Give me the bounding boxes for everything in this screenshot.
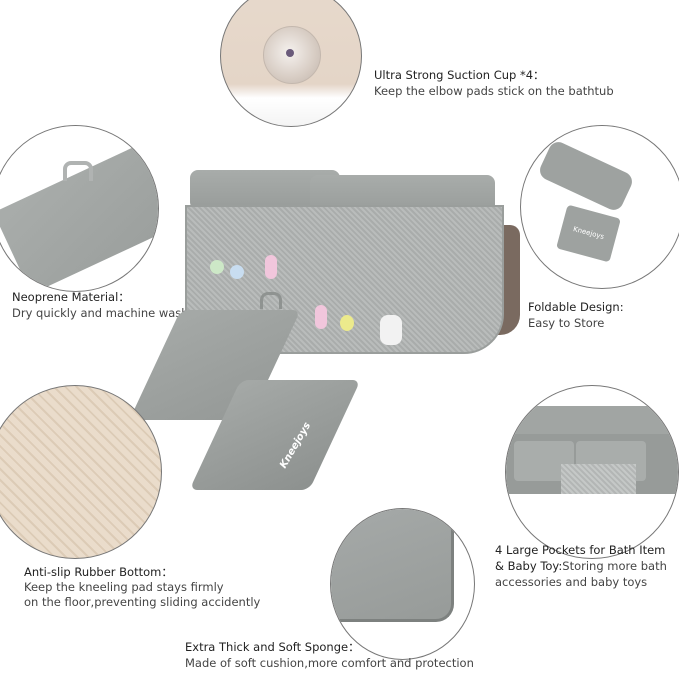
folded-pad: Kneejoys (556, 204, 621, 263)
neoprene-caption: Neoprene Material： Dry quickly and machi… (12, 289, 213, 321)
sponge-caption: Extra Thick and Soft Sponge： Made of sof… (185, 639, 474, 671)
neoprene-desc: Dry quickly and machine washable (12, 306, 214, 320)
rubber-bottom-photo (0, 385, 162, 559)
neoprene-title: Neoprene Material： (12, 290, 130, 304)
pockets-caption: 4 Large Pockets for Bath Item & Baby Toy… (495, 542, 667, 590)
suction-desc: Keep the elbow pads stick on the bathtub (374, 84, 614, 98)
pockets-title-2: & Baby Toy: (495, 559, 563, 573)
antislip-title: Anti-slip Rubber Bottom： (24, 565, 173, 579)
pockets-title-1: 4 Large Pockets for Bath Item (495, 543, 666, 557)
kneeling-pad-product: Kneejoys (129, 292, 361, 500)
pockets-desc-2: accessories and baby toys (495, 575, 648, 589)
sponge-desc: Made of soft cushion,more comfort and pr… (185, 656, 474, 670)
suction-caption: Ultra Strong Suction Cup *4： Keep the el… (374, 67, 614, 99)
strap-loop-icon (63, 161, 93, 181)
neoprene-photo (0, 125, 159, 292)
foldable-caption: Foldable Design: Easy to Store (528, 299, 624, 331)
antislip-desc-2: on the floor,preventing sliding accident… (24, 595, 261, 609)
sponge-title: Extra Thick and Soft Sponge： (185, 640, 360, 654)
antislip-caption: Anti-slip Rubber Bottom： Keep the kneeli… (24, 565, 260, 610)
foldable-desc: Easy to Store (528, 316, 605, 330)
foldable-photo: Kneejoys (520, 125, 679, 289)
antislip-desc-1: Keep the kneeling pad stays firmly (24, 580, 224, 594)
pockets-photo (505, 385, 679, 559)
foldable-title: Foldable Design: (528, 300, 624, 314)
suction-cup-photo (220, 0, 362, 127)
suction-title: Ultra Strong Suction Cup *4： (374, 68, 545, 82)
strap-loop-icon (260, 292, 282, 309)
pockets-desc-1: Storing more bath (562, 559, 667, 573)
sponge-photo (330, 508, 475, 660)
